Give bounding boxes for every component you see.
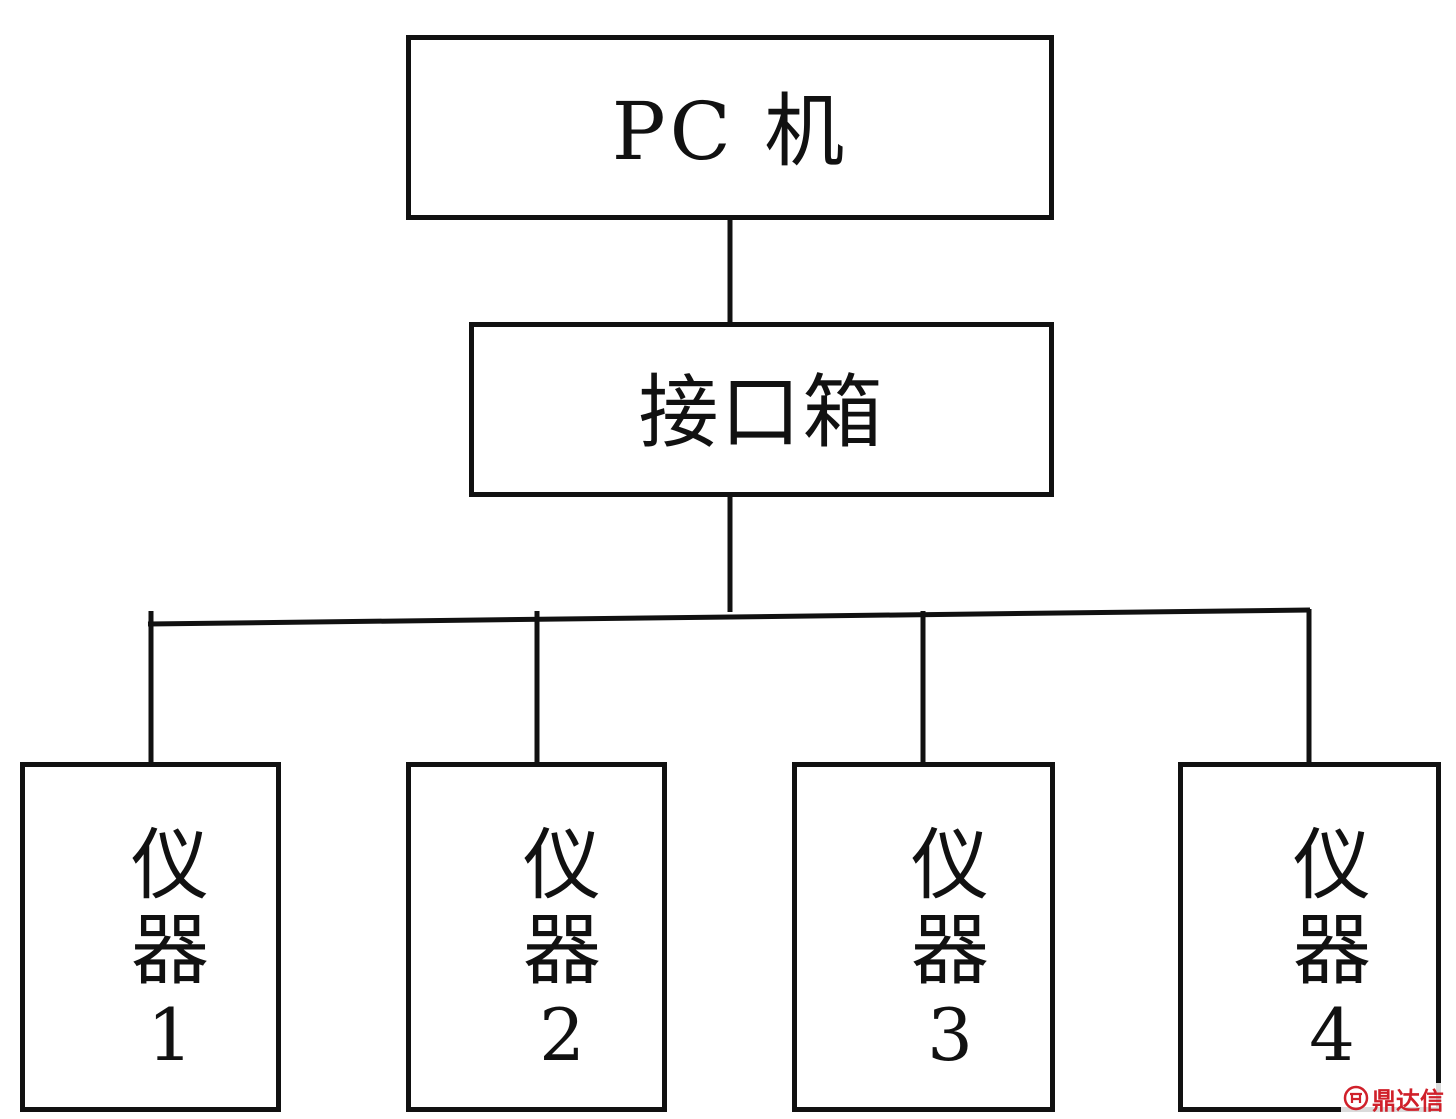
instrument-node-4: 仪 器 4 — [1178, 762, 1441, 1112]
instrument-node-3: 仪 器 3 — [792, 762, 1055, 1112]
instrument-2-label-line2: 器 — [522, 906, 601, 996]
instrument-1-label-line1: 仪 — [130, 821, 209, 911]
instrument-3-label-line2: 器 — [910, 906, 989, 996]
instrument-1-label-line2: 器 — [130, 906, 209, 996]
watermark: 鼎达信 — [1341, 1083, 1446, 1115]
instrument-4-label-number: 4 — [1309, 993, 1355, 1077]
instrument-node-1: 仪 器 1 — [20, 762, 281, 1112]
instrument-1-label-number: 1 — [147, 993, 193, 1077]
interface-box-node: 接口箱 — [469, 322, 1054, 497]
instrument-2-label-line1: 仪 — [522, 821, 601, 911]
pc-node-label: PC 机 — [611, 85, 849, 178]
instrument-3-label-number: 3 — [927, 993, 973, 1077]
instrument-4-label-line2: 器 — [1292, 906, 1371, 996]
instrument-2-label-number: 2 — [539, 993, 585, 1077]
instrument-4-label-line1: 仪 — [1292, 821, 1371, 911]
instrument-3-label-line1: 仪 — [910, 821, 989, 911]
connector-bus — [147, 607, 1311, 627]
watermark-logo-icon — [1343, 1085, 1369, 1111]
watermark-text: 鼎达信 — [1372, 1086, 1444, 1115]
pc-node: PC 机 — [406, 35, 1054, 220]
instrument-node-2: 仪 器 2 — [406, 762, 667, 1112]
interface-box-node-label: 接口箱 — [638, 366, 885, 459]
